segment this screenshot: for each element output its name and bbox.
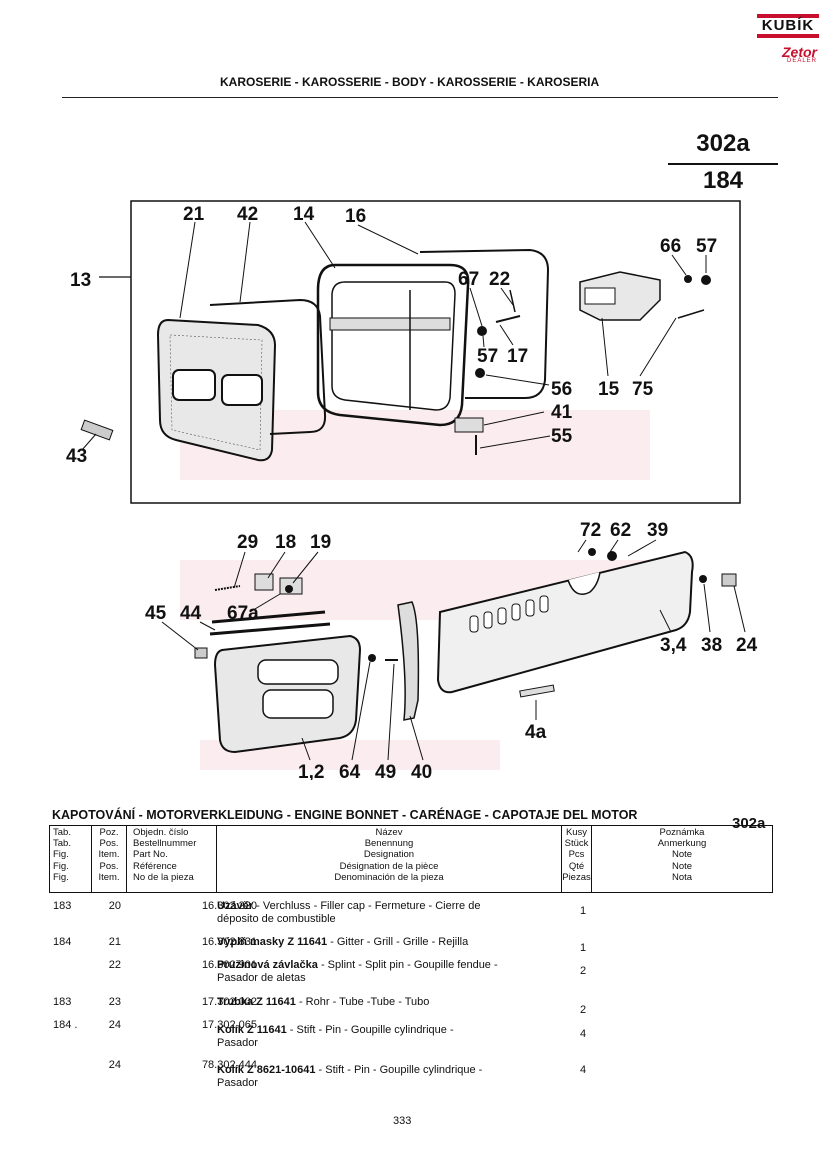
callout-4a: 4a bbox=[525, 722, 547, 743]
callout-18: 18 bbox=[275, 532, 296, 553]
callout-15: 15 bbox=[598, 379, 620, 400]
row-qty: 2 bbox=[579, 1004, 587, 1016]
row-tab: 184 bbox=[53, 936, 72, 948]
row-part-no: 16.302.831 bbox=[201, 936, 257, 948]
row-qty: 4 bbox=[579, 1064, 587, 1076]
callout-43: 43 bbox=[66, 446, 87, 467]
figure-sub-number: 184 bbox=[702, 167, 744, 194]
row-qty: 1 bbox=[579, 905, 587, 917]
row-part-no: 78.302.444 bbox=[201, 1059, 257, 1071]
grill-part bbox=[156, 318, 277, 462]
side-panel-part bbox=[436, 550, 694, 694]
parts-table-header: Tab.Tab.Fig.Fig.Fig. Poz.Pos.Item.Pos.It… bbox=[49, 825, 773, 893]
row-pos: 23 bbox=[108, 996, 121, 1008]
callout-44: 44 bbox=[180, 603, 202, 624]
row-qty: 1 bbox=[579, 942, 587, 954]
logo-tag: DEALER bbox=[786, 58, 817, 64]
header-tab: Tab.Tab.Fig.Fig.Fig. bbox=[50, 826, 92, 892]
callout-41: 41 bbox=[551, 402, 573, 423]
callout-13: 13 bbox=[70, 270, 91, 291]
section-title: KAPOTOVÁNÍ - MOTORVERKLEIDUNG - ENGINE B… bbox=[52, 808, 638, 822]
callout-14: 14 bbox=[293, 204, 315, 225]
callout-labels: 13 21 42 14 16 66 57 67 22 57 17 56 15 7… bbox=[66, 204, 758, 780]
section-ref: 302a bbox=[732, 815, 766, 832]
row-part-no: 17.302.002 bbox=[201, 996, 257, 1008]
callout-45: 45 bbox=[145, 603, 167, 624]
lower-cover-part bbox=[213, 634, 362, 754]
callout-57-lower: 57 bbox=[477, 346, 498, 367]
logo-sub-brand: Zetor bbox=[782, 44, 817, 60]
row-description: Trubka Z 11641 - Rohr - Tube -Tube - Tub… bbox=[217, 996, 430, 1008]
bracket-part bbox=[579, 271, 661, 321]
row-part-no: 17.302.065 bbox=[201, 1019, 257, 1031]
row-pos: 22 bbox=[108, 959, 121, 971]
callout-57-upper: 57 bbox=[696, 236, 717, 257]
figure-number-divider bbox=[668, 163, 778, 165]
row-pos: 21 bbox=[108, 936, 121, 948]
callout-42: 42 bbox=[237, 204, 258, 225]
header-divider bbox=[62, 97, 778, 98]
row-qty: 2 bbox=[579, 965, 587, 977]
callout-19: 19 bbox=[310, 532, 331, 553]
exploded-parts-diagram: 13 21 42 14 16 66 57 67 22 57 17 56 15 7… bbox=[66, 200, 758, 780]
callout-55: 55 bbox=[551, 426, 573, 447]
header-pos: Poz.Pos.Item.Pos.Item. bbox=[92, 826, 127, 892]
row-pos: 24 bbox=[108, 1019, 121, 1031]
callout-39: 39 bbox=[647, 520, 668, 541]
row-pos: 24 bbox=[108, 1059, 121, 1071]
callout-21: 21 bbox=[183, 204, 205, 225]
callout-40: 40 bbox=[411, 762, 432, 780]
callout-22: 22 bbox=[489, 269, 510, 290]
callout-67a: 67a bbox=[227, 603, 259, 624]
callout-38: 38 bbox=[701, 635, 722, 656]
callout-1-2: 1,2 bbox=[298, 762, 324, 780]
row-description: Kolík Z 8621-10641 - Stift - Pin - Goupi… bbox=[217, 1064, 483, 1089]
callout-16: 16 bbox=[345, 206, 366, 227]
page-number: 333 bbox=[393, 1115, 412, 1127]
callout-64: 64 bbox=[339, 762, 361, 780]
callout-66: 66 bbox=[660, 236, 681, 257]
logo-brand: KUBÍK bbox=[757, 14, 819, 38]
row-qty: 4 bbox=[579, 1028, 587, 1040]
row-description: Kolík Z 11641 - Stift - Pin - Goupille c… bbox=[217, 1024, 454, 1049]
callout-49: 49 bbox=[375, 762, 396, 780]
callout-24: 24 bbox=[736, 635, 758, 656]
row-description: Uzávěr - Verchluss - Filler cap - Fermet… bbox=[217, 900, 481, 925]
row-part-no: 16.302.901 bbox=[201, 959, 257, 971]
mask-frame-part bbox=[316, 263, 470, 427]
callout-75: 75 bbox=[632, 379, 654, 400]
callout-3-4: 3,4 bbox=[660, 635, 687, 656]
row-tab: 184 . bbox=[53, 1019, 78, 1031]
callout-72: 72 bbox=[580, 520, 601, 541]
callout-62: 62 bbox=[610, 520, 631, 541]
row-description: Pružinová závlačka - Splint - Split pin … bbox=[217, 959, 498, 984]
page-header-title: KAROSERIE - KAROSSERIE - BODY - KAROSSER… bbox=[220, 75, 600, 89]
callout-67: 67 bbox=[458, 269, 479, 290]
row-pos: 20 bbox=[108, 900, 121, 912]
callout-56: 56 bbox=[551, 379, 572, 400]
upper-assembly-frame bbox=[130, 200, 741, 504]
row-description: Výplň masky Z 11641 - Gitter - Grill - G… bbox=[217, 936, 469, 948]
row-tab: 183 bbox=[53, 996, 72, 1008]
row-part-no: 16.302.220 bbox=[201, 900, 257, 912]
callout-29: 29 bbox=[237, 532, 258, 553]
row-tab: 183 bbox=[53, 900, 72, 912]
figure-number: 302a bbox=[696, 130, 750, 157]
callout-17: 17 bbox=[507, 346, 528, 367]
kubik-zetor-logo: KUBÍK Zetor DEALER bbox=[757, 14, 819, 66]
